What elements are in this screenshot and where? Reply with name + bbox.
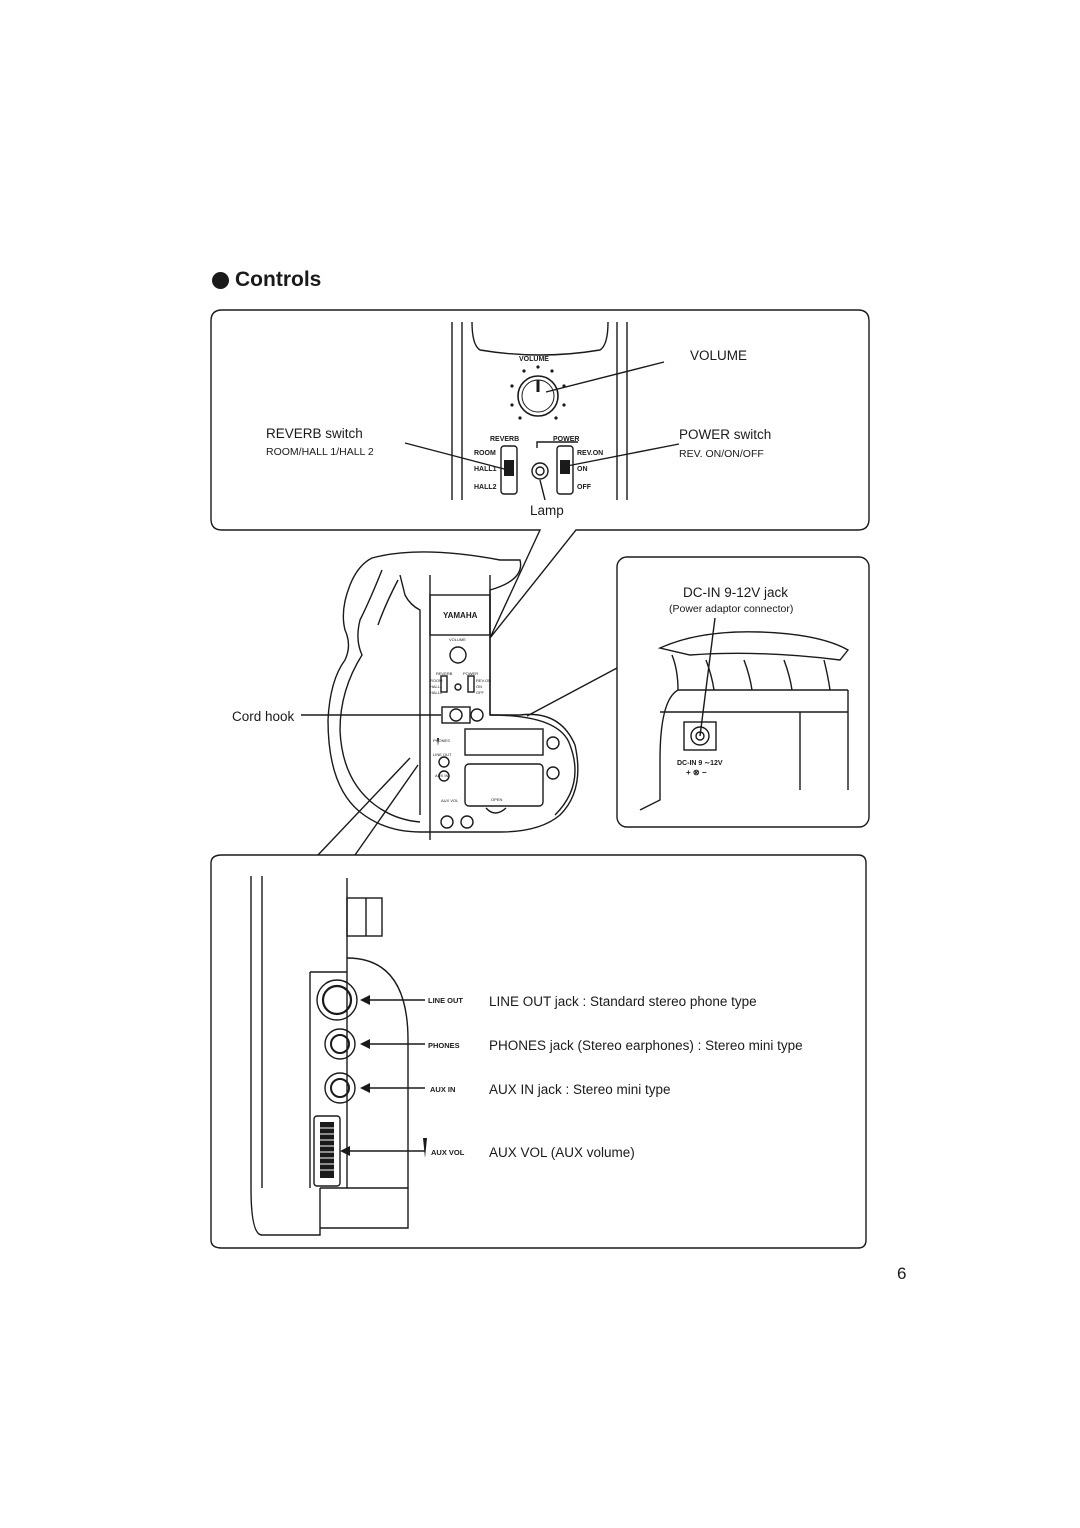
dc-jack-sub: (Power adaptor connector) [669, 603, 794, 615]
body-phones-text: PHONES [433, 738, 450, 743]
body-on-text: ON [476, 684, 482, 689]
section-title: Controls [235, 268, 322, 291]
dc-polarity: + ⊗ − [686, 768, 707, 777]
panel-rev-on-text: REV.ON [577, 450, 604, 457]
brand-logo: YAMAHA [443, 611, 478, 620]
dc-marking: DC-IN 9 ∼12V [677, 760, 723, 767]
dc-panel-frame [616, 556, 870, 828]
body-hall2-text: HALL2 [430, 690, 443, 695]
panel-off-text: OFF [577, 484, 591, 491]
panel-volume-text: VOLUME [519, 356, 549, 363]
dc-jack [683, 721, 717, 751]
aux-vol-description: AUX VOL (AUX volume) [489, 1145, 635, 1160]
body-aux-in-text: AUX IN [435, 773, 449, 778]
reverb-switch [500, 445, 518, 495]
power-switch-label: POWER switch [679, 427, 772, 442]
body-off-text: OFF [476, 690, 484, 695]
body-room-text: ROOM [430, 678, 443, 683]
panel-hall1-text: HALL1 [474, 466, 497, 473]
body-rev-on-text: REV.ON [476, 678, 491, 683]
power-switch-options: REV. ON/ON/OFF [679, 448, 764, 460]
lamp [531, 462, 549, 480]
volume-knob [517, 375, 559, 417]
cord-hook-label: Cord hook [232, 709, 295, 724]
reverb-switch-options: ROOM/HALL 1/HALL 2 [266, 446, 374, 458]
aux-in-tag: AUX IN [430, 1085, 456, 1094]
body-volume-text: VOLUME [449, 637, 466, 642]
panel-room-text: ROOM [474, 450, 496, 457]
line-out-jack [316, 979, 358, 1021]
line-out-description: LINE OUT jack : Standard stereo phone ty… [489, 994, 757, 1009]
phones-jack [324, 1028, 356, 1060]
panel-power-text: POWER [553, 436, 580, 443]
body-aux-vol-text: AUX VOL [441, 798, 459, 803]
body-line-out-text: LINE OUT [433, 752, 452, 757]
aux-vol-tag: AUX VOL [431, 1148, 465, 1157]
body-hall1-text: HALL1 [430, 684, 443, 689]
page-number: 6 [897, 1264, 907, 1283]
phones-description: PHONES jack (Stereo earphones) : Stereo … [489, 1038, 803, 1053]
phones-tag: PHONES [428, 1041, 460, 1050]
body-reverb-text: REVERB [436, 671, 453, 676]
power-switch [556, 445, 574, 495]
bullet-icon [212, 271, 229, 289]
section-heading: Controls [212, 268, 321, 292]
aux-in-description: AUX IN jack : Stereo mini type [489, 1082, 671, 1097]
body-power-text: POWER [463, 671, 479, 676]
panel-hall2-text: HALL2 [474, 484, 497, 491]
line-out-tag: LINE OUT [428, 996, 463, 1005]
body-open-text: OPEN [491, 797, 503, 802]
instrument-body-outline [327, 551, 579, 833]
dc-jack-label: DC-IN 9-12V jack [683, 585, 789, 600]
lamp-label: Lamp [530, 503, 564, 518]
panel-reverb-text: REVERB [490, 436, 520, 443]
reverb-switch-label: REVERB switch [266, 426, 363, 441]
aux-in-jack [324, 1072, 356, 1104]
volume-label: VOLUME [690, 348, 748, 363]
panel-on-text: ON [577, 466, 588, 473]
side-panel-frame [210, 854, 867, 1249]
top-panel-frame [210, 309, 870, 639]
